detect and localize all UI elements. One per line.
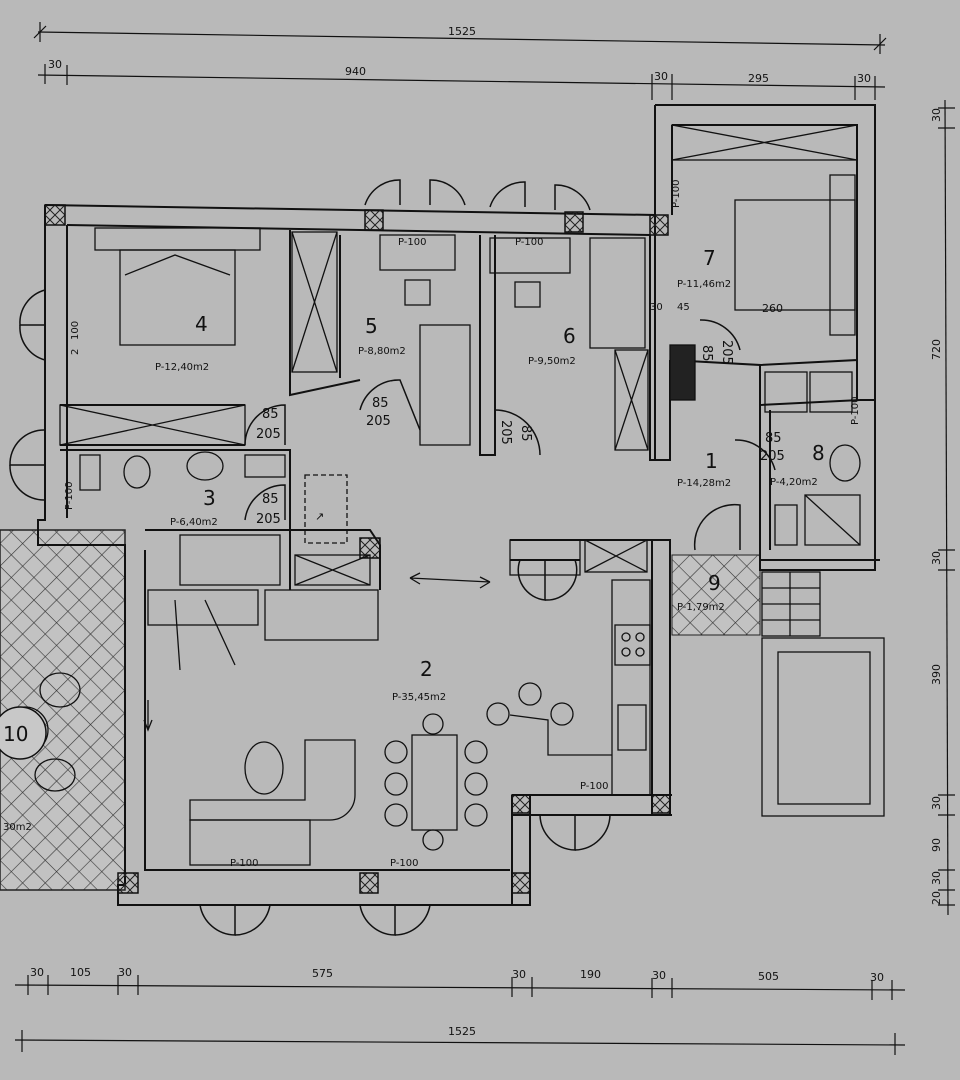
room-3-number: 3 xyxy=(203,486,216,510)
dim-bottom-d4: 575 xyxy=(312,967,333,980)
room-3-area: P-6,40m2 xyxy=(170,517,218,528)
dim-top-d1: 30 xyxy=(48,58,62,71)
dim-top-d3: 30 xyxy=(654,70,668,83)
dim-right-d1: 30 xyxy=(930,108,943,122)
door-label-4-bot: 205 xyxy=(498,420,513,445)
door-label-2-top: 85 xyxy=(372,396,389,411)
room-9-number: 9 xyxy=(708,571,721,595)
room-labels: 1 P-14,28m2 2 P-35,45m2 3 P-6,40m2 4 P-1… xyxy=(0,246,825,833)
room-1-area: P-14,28m2 xyxy=(677,478,731,489)
door-label-2-bot: 205 xyxy=(366,414,391,429)
dim-bottom-d9: 30 xyxy=(870,971,884,984)
room-4-area: P-12,40m2 xyxy=(155,362,209,373)
window-label-room6: P-100 xyxy=(515,237,544,248)
room-6-number: 6 xyxy=(563,324,576,348)
dim-right-d4: 390 xyxy=(930,664,943,685)
niche-dim-bot: 45 xyxy=(677,302,690,313)
dim-top-d4: 295 xyxy=(748,72,769,85)
dim-top-d2: 940 xyxy=(345,65,366,78)
stair-mark: ↗ xyxy=(315,510,324,523)
window-label-living-left: P-100 xyxy=(230,858,259,869)
dim-right-d2: 720 xyxy=(930,339,943,360)
top-dimensions xyxy=(33,22,887,100)
room-8-number: 8 xyxy=(812,441,825,465)
room-8-area: P-4,20m2 xyxy=(770,477,818,488)
room-7-area: P-11,46m2 xyxy=(677,279,731,290)
room-9-area: P-1,79m2 xyxy=(677,602,725,613)
room-5-number: 5 xyxy=(365,314,378,338)
dim-bottom-d6: 190 xyxy=(580,968,601,981)
dim-top-total: 1525 xyxy=(448,25,476,38)
dim-right-d6: 90 xyxy=(930,838,943,852)
dim-bottom-d2: 105 xyxy=(70,966,91,979)
window-label-room4-side-num: 100 xyxy=(70,321,81,340)
dim-bottom-d7: 30 xyxy=(652,969,666,982)
entry-porch xyxy=(671,554,761,636)
window-label-room7-side: P-100 xyxy=(671,179,682,208)
room-6-area: P-9,50m2 xyxy=(528,356,576,367)
dim-bottom-d5: 30 xyxy=(512,968,526,981)
furniture xyxy=(1,124,885,866)
door-label-5-bot: 205 xyxy=(719,340,734,365)
door-label-1-top: 85 xyxy=(262,407,279,422)
room-2-area: P-35,45m2 xyxy=(392,692,446,703)
room-7-number: 7 xyxy=(703,246,716,270)
room-2-number: 2 xyxy=(420,657,433,681)
dim-top-d5: 30 xyxy=(857,72,871,85)
door-label-3-top: 85 xyxy=(262,492,279,507)
window-labels: P-100 P-100 P-100 100 2 P-100 P-100 P-10… xyxy=(64,179,861,869)
door-labels: 85 205 85 205 85 205 85 205 85 205 85 20… xyxy=(256,302,785,527)
room-10-area: 30m2 xyxy=(3,822,32,833)
window-label-living-mid: P-100 xyxy=(390,858,419,869)
door-label-3-bot: 205 xyxy=(256,512,281,527)
niche-dim-top: 30 xyxy=(650,302,663,313)
door-label-6-bot: 205 xyxy=(760,449,785,464)
room-5-area: P-8,80m2 xyxy=(358,346,406,357)
door-label-5-top: 85 xyxy=(699,345,714,362)
window-label-room4-side: 2 xyxy=(70,349,81,355)
right-dimensions xyxy=(938,99,955,916)
bottom-dimensions xyxy=(14,975,906,1055)
dim-right-d3: 30 xyxy=(930,551,943,565)
bed7-dim: 260 xyxy=(762,302,783,315)
dim-bottom-total: 1525 xyxy=(448,1025,476,1038)
window-label-room8-side: P-100 xyxy=(850,396,861,425)
room-4-number: 4 xyxy=(195,312,208,336)
dim-bottom-d8: 505 xyxy=(758,970,779,983)
walls xyxy=(37,104,880,906)
door-swings xyxy=(244,319,776,551)
dim-right-d8: 20 xyxy=(930,891,943,905)
dim-bottom-d3: 30 xyxy=(118,966,132,979)
columns xyxy=(44,204,671,894)
room-1-number: 1 xyxy=(705,449,718,473)
door-label-4-top: 85 xyxy=(518,425,533,442)
dim-right-d5: 30 xyxy=(930,796,943,810)
room-10-marker xyxy=(0,706,47,760)
window-label-room3-side: P-100 xyxy=(64,481,75,510)
window-swings xyxy=(9,179,611,936)
window-label-room5: P-100 xyxy=(398,237,427,248)
door-label-6-top: 85 xyxy=(765,431,782,446)
dim-bottom-d1: 30 xyxy=(30,966,44,979)
window-label-kitchen: P-100 xyxy=(580,781,609,792)
door-label-1-bot: 205 xyxy=(256,427,281,442)
room-10-number: 10 xyxy=(3,722,28,746)
dim-right-d7: 30 xyxy=(930,871,943,885)
